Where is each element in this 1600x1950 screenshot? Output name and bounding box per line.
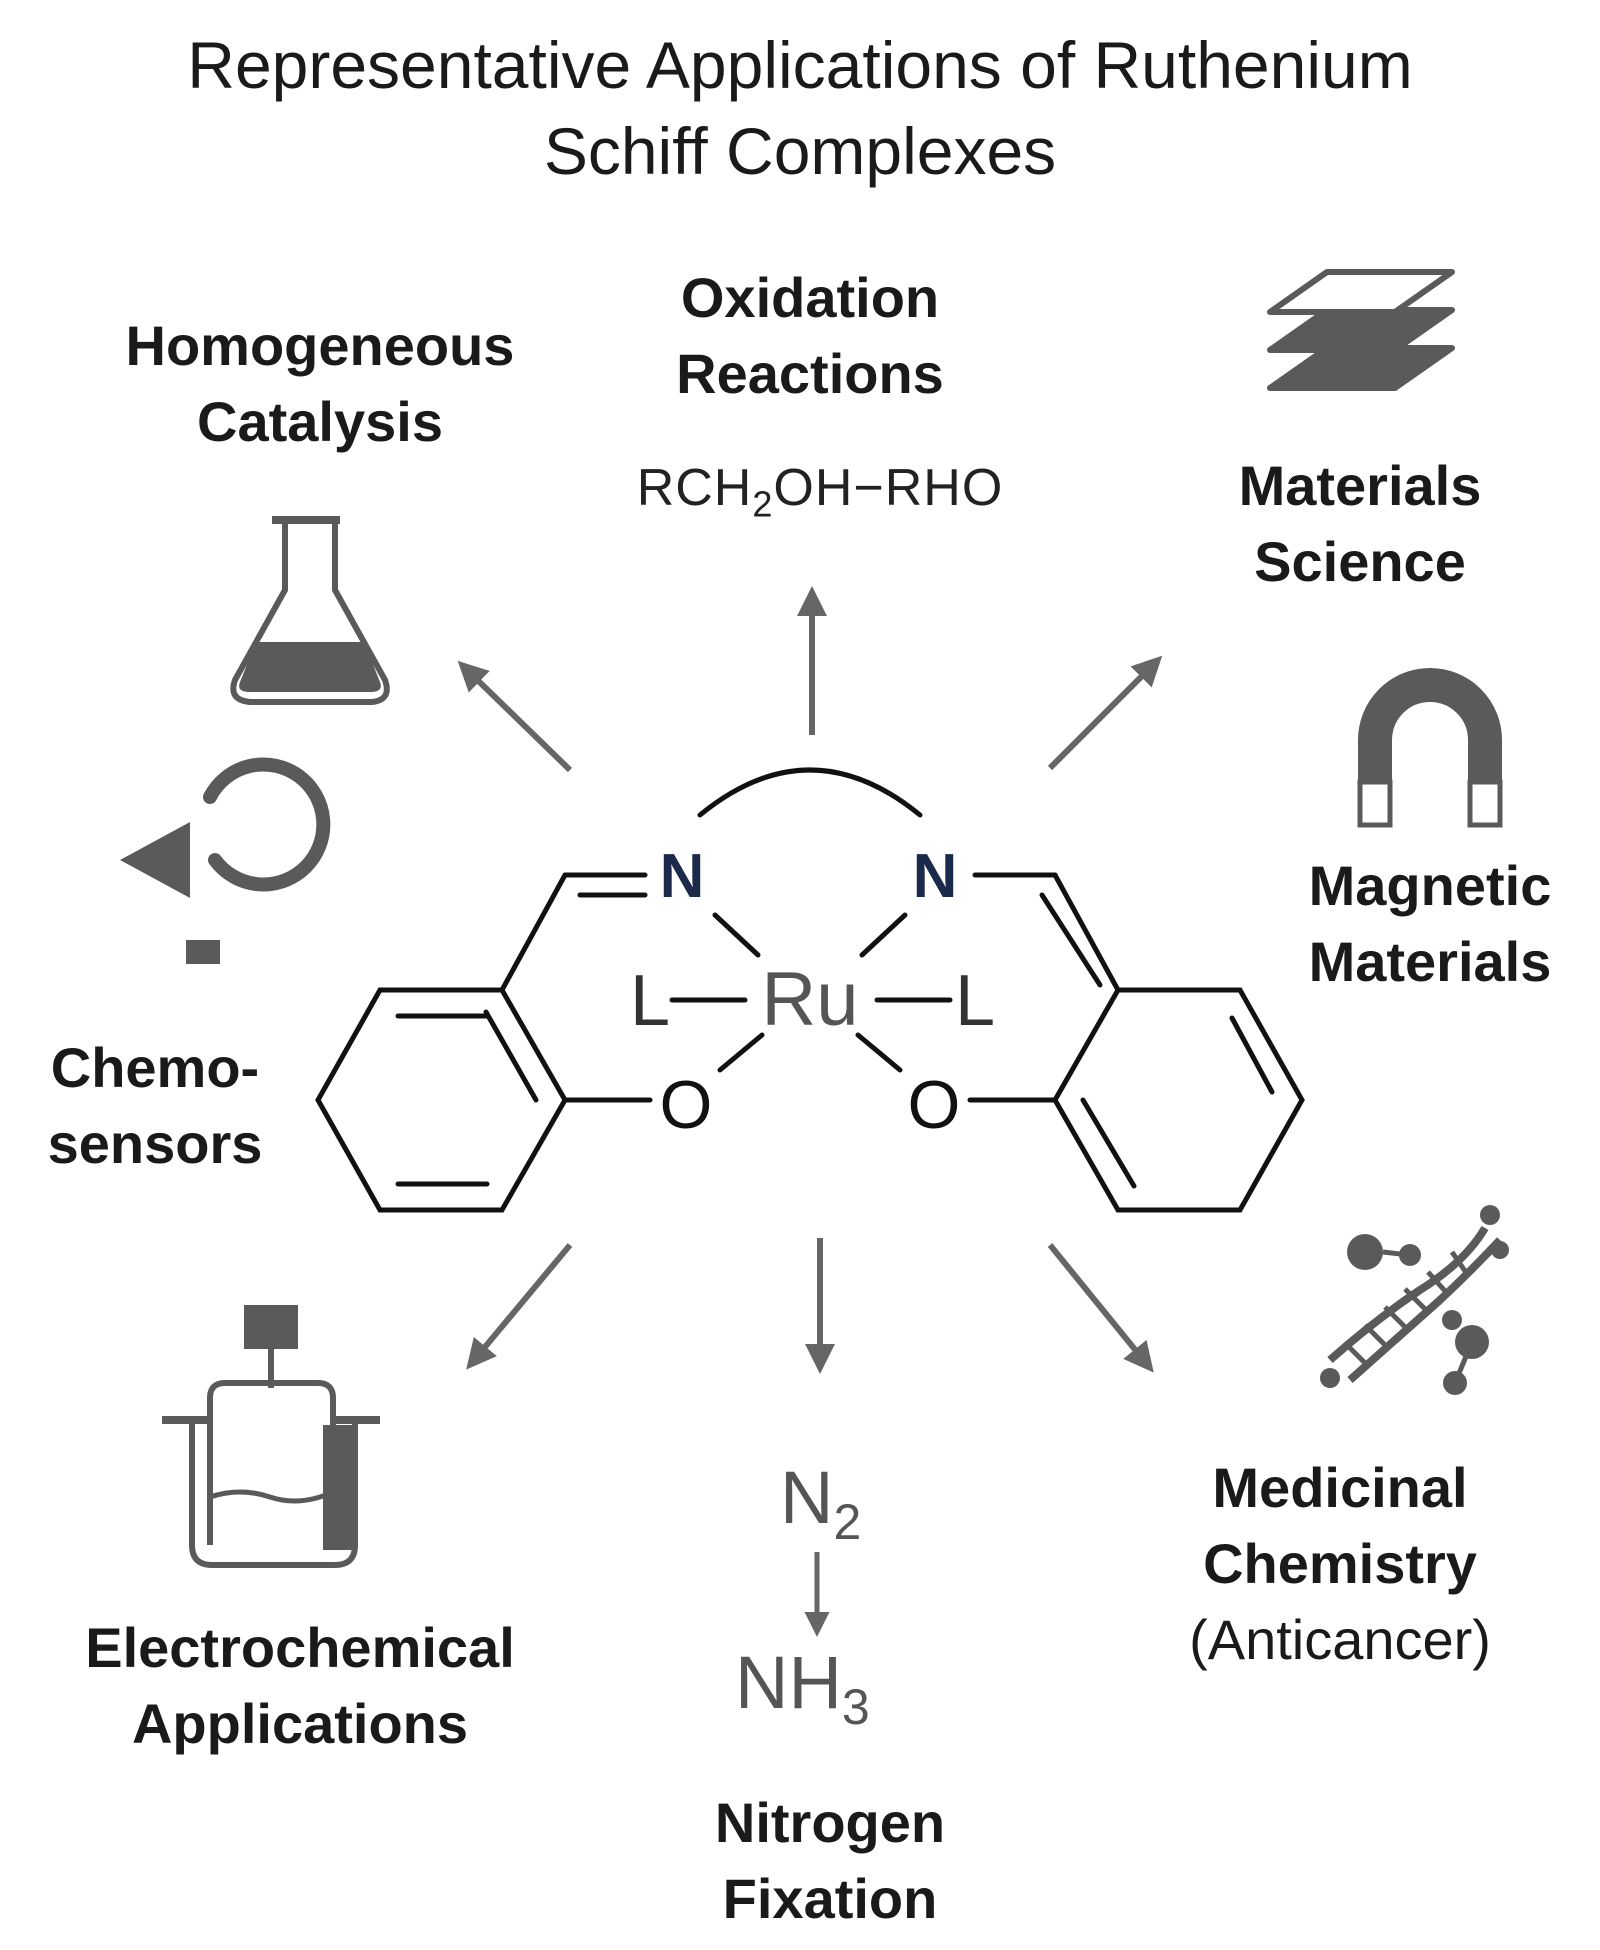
horseshoe-magnet-icon [1357,668,1503,828]
arrows [457,586,1163,1374]
arrow-to-electrochemical-applications [466,1243,573,1370]
right-imine-double-2 [1039,892,1103,988]
schiff-base-complex [315,767,1305,1213]
right-ring-double-bond-1 [1229,1015,1275,1095]
dinitrogen-formula: N2 [780,1456,862,1550]
label-materials-science: Materials Science [1238,454,1482,593]
dna-helix-icon [1320,1205,1509,1395]
oxygen-left-label: O [660,1067,713,1143]
ammonia-formula: NH3 [735,1641,870,1735]
circular-arrow-icon [120,757,331,964]
label-chemosensors: Chemo- sensors [47,1036,263,1175]
electrochemical-cell-icon [162,1305,380,1568]
label-nitrogen-fixation: Nitrogen Fixation [714,1791,946,1930]
left-imine-bond [499,872,568,993]
ru-o-left-bond [717,1032,765,1073]
label-homogeneous-catalysis: Homogeneous Catalysis [125,314,515,453]
arrow-to-medicinal-chemistry [1047,1243,1154,1373]
nitrogen-right-label: N [913,842,958,911]
ligand-left-label: L [630,961,670,1041]
oxidation-formula: RCH2OH−RHO [636,459,1004,525]
metal-ru-label: Ru [761,957,858,1042]
right-imine-bond [1052,872,1121,993]
ligand-right-label: L [955,961,995,1041]
stacked-layers-icon [1267,269,1455,391]
label-electrochemical-applications: Electrochemical Applications [85,1616,515,1755]
left-benzene-ring [315,987,568,1213]
oxygen-right-label: O [908,1067,961,1143]
flask-icon [230,516,390,705]
label-magnetic-materials: Magnetic Materials [1308,854,1552,993]
right-ring [1052,987,1305,1213]
title-line-1: Representative Applications of Ruthenium [187,28,1413,102]
right-ring-double-bond-2 [1080,1097,1137,1189]
ru-o-right-bond [855,1032,903,1073]
ru-n-left-bond [712,912,761,958]
title-line-2: Schiff Complexes [543,114,1057,188]
ru-n-right-bond [859,912,908,958]
atom-labels: Ru N N O O L L [630,842,995,1143]
diimine-bridge [697,767,923,818]
diagram-title: Representative Applications of Ruthenium… [0,22,1600,194]
arrow-to-homogeneous-catalysis [457,660,573,773]
nitrogen-left-label: N [660,842,705,911]
left-ring-double-bond-2 [483,1009,539,1103]
label-oxidation-reactions: Oxidation Reactions [676,266,944,405]
label-medicinal-chemistry: Medicinal Chemistry (Anticancer) [1189,1456,1491,1671]
arrow-to-materials-science [1047,655,1163,771]
